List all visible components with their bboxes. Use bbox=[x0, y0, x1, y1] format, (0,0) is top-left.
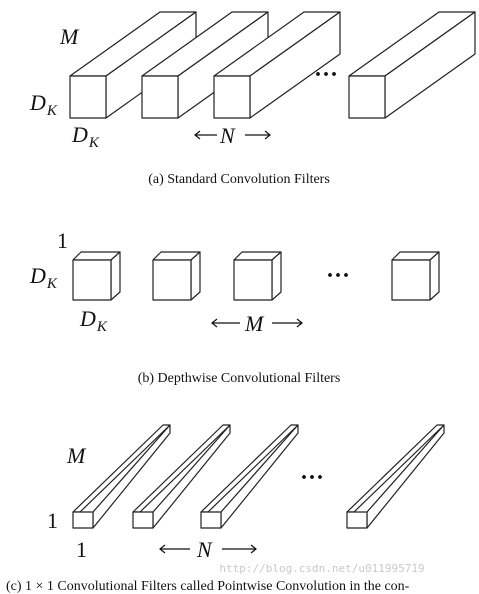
ellipsis-c: ··· bbox=[300, 465, 324, 491]
count-label-c: N bbox=[196, 537, 213, 562]
count-label-b: M bbox=[244, 311, 265, 336]
filter-rod-c1 bbox=[72, 424, 171, 529]
filter-prism-a4 bbox=[348, 11, 476, 119]
depth-label-b: 1 bbox=[57, 228, 68, 253]
filter-rod-c4 bbox=[346, 424, 445, 529]
count-arrow-a bbox=[194, 130, 271, 140]
ellipsis-b: ··· bbox=[326, 263, 350, 289]
count-arrow-b bbox=[211, 318, 303, 328]
filter-cube-b3 bbox=[233, 251, 282, 301]
filter-cube-b4 bbox=[391, 251, 440, 301]
filter-rod-c3 bbox=[200, 424, 299, 529]
count-label-a: N bbox=[219, 123, 236, 148]
filter-prism-a1 bbox=[69, 11, 197, 119]
filter-prism-a2 bbox=[141, 11, 269, 119]
caption-b: (b) Depthwise Convolutional Filters bbox=[138, 371, 341, 386]
section-c: M 1 1 ··· N http://blog.csdn.net/u011995… bbox=[6, 424, 445, 594]
ellipsis-a: ··· bbox=[314, 62, 338, 88]
filter-cube-b2 bbox=[152, 251, 201, 301]
depth-label-a: M bbox=[59, 24, 80, 49]
filter-cube-b1 bbox=[72, 251, 121, 301]
section-a: M DK DK ··· N (a) Standard Convolution F… bbox=[29, 11, 476, 187]
width-label-b: DK bbox=[79, 306, 108, 335]
watermark-text: http://blog.csdn.net/u011995719 bbox=[219, 562, 424, 575]
depth-label-c: M bbox=[66, 443, 87, 468]
count-arrow-c bbox=[159, 544, 257, 554]
caption-a: (a) Standard Convolution Filters bbox=[148, 172, 330, 187]
height-label-a: DK bbox=[29, 90, 58, 119]
filter-prism-a3 bbox=[213, 11, 341, 119]
caption-c: (c) 1 × 1 Convolutional Filters called P… bbox=[6, 579, 410, 594]
section-b: 1 DK DK ··· M (b) Depthwise Convolutiona… bbox=[29, 228, 440, 386]
height-label-b: DK bbox=[29, 263, 58, 292]
width-label-c: 1 bbox=[76, 537, 87, 562]
width-label-a: DK bbox=[71, 122, 100, 151]
height-label-c: 1 bbox=[47, 508, 58, 533]
filter-rod-c2 bbox=[132, 424, 231, 529]
